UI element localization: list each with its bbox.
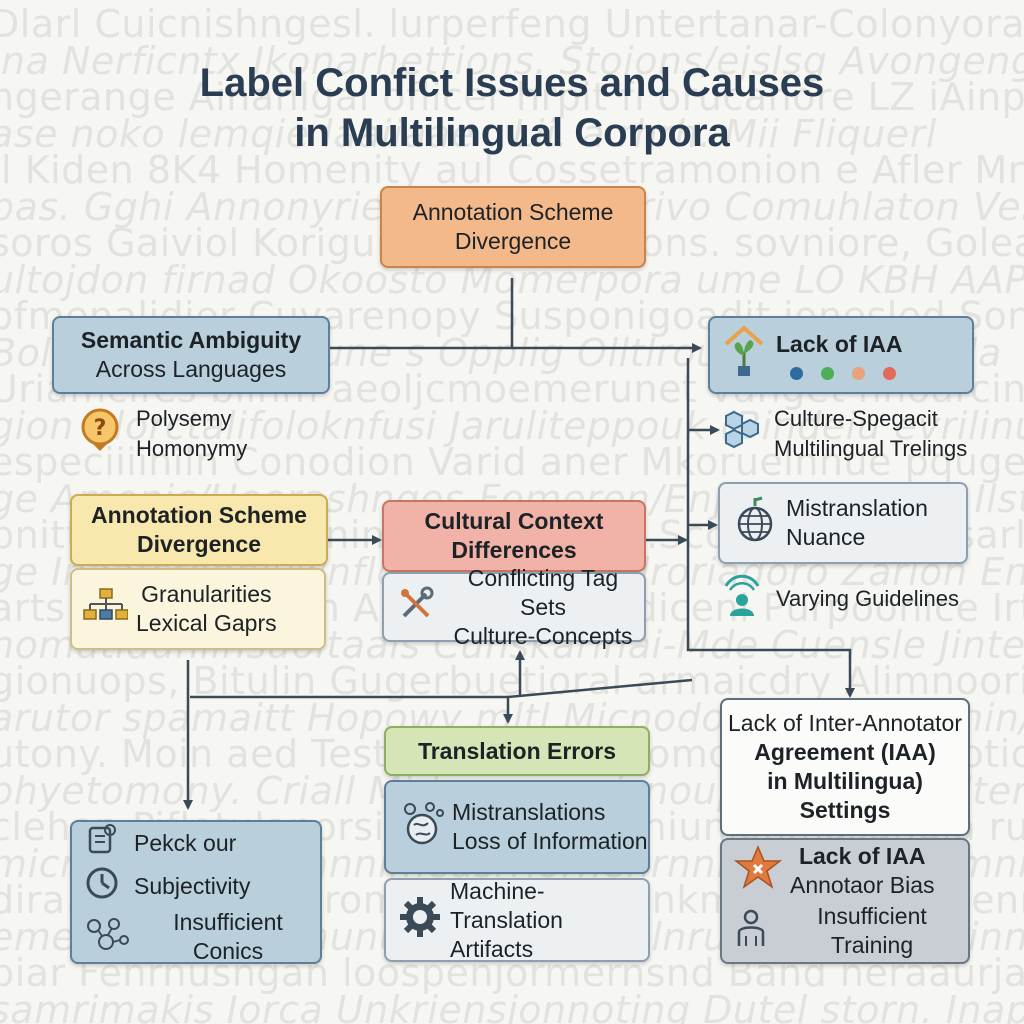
node-label: Across Languages (95, 356, 287, 382)
question-icon: ? (78, 407, 122, 461)
clock-icon (84, 865, 120, 908)
node-annotation-scheme-divergence-left[interactable]: Annotation Scheme Divergence (70, 494, 328, 566)
tools-icon (396, 584, 436, 631)
node-translation-errors[interactable]: Translation Errors (384, 726, 650, 776)
connector-top-to-semantic (330, 278, 514, 350)
globe-icon (734, 494, 776, 553)
node-label: Annotaor Bias (790, 872, 935, 898)
node-label: Annotation Scheme (91, 502, 307, 528)
item-label: Varying Guidelines (776, 586, 960, 611)
item-label: Insufficient Conics (173, 909, 283, 964)
people-icon (720, 572, 764, 626)
node-label: Settings (799, 797, 891, 823)
page-title: Label Confict Issues and Causes in Multi… (190, 58, 834, 158)
item-label: Loss of Information (452, 828, 648, 854)
globe-gears-icon (400, 799, 446, 856)
background-text-line: lna Nerficntx Ikonarhettions. Stoions/ej… (0, 38, 1024, 83)
node-label: Differences (451, 537, 577, 563)
node-label: Lack of IAA (798, 843, 926, 869)
dot-1 (790, 367, 803, 380)
node-label: Translation Errors (417, 737, 617, 764)
background-text-line: ase noko lemqie laaiiaae . Lii. a rhrh. … (0, 111, 937, 156)
node-label: Divergence (136, 531, 261, 557)
background-text-line: il Kiden 8K4 Homenity aul Cossetramonion… (0, 148, 1024, 192)
node-granularities[interactable]: Granularities Lexical Gaprs (70, 568, 326, 650)
item-label: Nuance (786, 524, 866, 550)
node-semantic-ambiguity[interactable]: Semantic Ambiguity Across Languages (52, 316, 330, 394)
node-label: Divergence (454, 228, 572, 254)
item-label: Translation Artifacts (450, 906, 563, 962)
item-label: Mistranslations (452, 799, 606, 825)
background-text-line: Dlarl Cuicnishngesl. lurperfeng Untertan… (0, 2, 1024, 46)
node-lack-of-inter-annotator-agreement[interactable]: Lack of Inter-Annotator Agreement (IAA) … (720, 698, 970, 836)
house-plant-icon (722, 322, 766, 387)
item-label: Multilingual Trelings (774, 436, 968, 461)
item-label: Mistranslation (786, 495, 928, 521)
dot-3 (852, 367, 865, 380)
title-line-1: Label Confict Issues and Causes (199, 61, 825, 105)
item-polysemy-homonymy: ? Polysemy Homonymy (78, 404, 247, 464)
svg-text:?: ? (94, 416, 107, 441)
background-text-line: especiiiiniln Conodion Varid aner Mkorue… (0, 440, 1024, 484)
item-label: Culture-Spegacit (774, 406, 938, 431)
node-label: Lack of IAA (776, 331, 903, 357)
background-text-line: ngerange Ainanlgai oflicer hrpit fi oruc… (0, 75, 1024, 119)
node-label: Annotation Scheme (412, 199, 614, 225)
person-icon (734, 908, 768, 955)
item-label: Insufficient Training (817, 903, 927, 958)
item-varying-guidelines: Varying Guidelines (720, 572, 959, 626)
item-label: Culture-Concepts (453, 622, 633, 649)
node-lack-of-iaa-top[interactable]: Lack of IAA (708, 316, 974, 394)
item-label: Granularities (141, 581, 272, 607)
item-culture-specific: Culture-Spegacit Multilingual Trelings (720, 404, 967, 464)
item-label: Lexical Gaprs (136, 610, 277, 636)
node-cultural-context-differences[interactable]: Cultural Context Differences (382, 500, 646, 572)
item-label: Homonymy (136, 436, 248, 461)
node-subjectivity-group[interactable]: Pekck our Subjectivity Insufficient Coni… (70, 820, 322, 964)
item-label: Machine- (450, 877, 545, 904)
gear-icon (398, 895, 442, 946)
node-label: Semantic Ambiguity (80, 327, 302, 353)
connector-trunk-right (686, 358, 855, 698)
dot-2 (821, 367, 834, 380)
status-dots (790, 367, 896, 380)
node-annotation-scheme-divergence-top[interactable]: Annotation Scheme Divergence (380, 186, 646, 268)
hexagons-icon (720, 408, 764, 460)
node-label: Cultural Context (424, 508, 604, 534)
node-lack-of-iaa-bottom[interactable]: Lack of IAA Annotaor Bias Insufficient T… (720, 838, 970, 964)
title-line-2: in Multilingual Corpora (294, 111, 730, 155)
document-icon (84, 822, 120, 865)
node-conflicting-tag-sets[interactable]: Conflicting Tag Sets Culture-Concepts (382, 565, 646, 649)
item-label: Conflicting Tag Sets (467, 564, 619, 620)
node-mistranslations-loss[interactable]: Mistranslations Loss of Information (384, 780, 650, 874)
node-label: Lack of Inter-Annotator (728, 710, 962, 736)
connector-bottom-junction (190, 695, 513, 724)
network-icon (84, 916, 130, 959)
background-text-line: samrimakis Iorca Unkriensjonnoting Dutel… (0, 987, 1024, 1024)
item-label: Polysemy (136, 406, 232, 431)
item-label: Pekck our (134, 830, 237, 856)
item-label: Subjectivity (134, 873, 251, 899)
node-label: in Multilingua) (767, 768, 923, 794)
node-mistranslation-nuance[interactable]: Mistranslation Nuance (718, 482, 968, 564)
node-label: Agreement (IAA) (754, 739, 936, 765)
hierarchy-icon (82, 586, 129, 633)
star-icon (733, 844, 783, 898)
dot-4 (883, 367, 896, 380)
connector-junction-right (507, 678, 693, 699)
background-text-line: gion lrlorctalifoloknfusi Jaruliteppouk … (0, 403, 1024, 448)
node-machine-translation-artifacts[interactable]: Machine- Translation Artifacts (384, 878, 650, 962)
